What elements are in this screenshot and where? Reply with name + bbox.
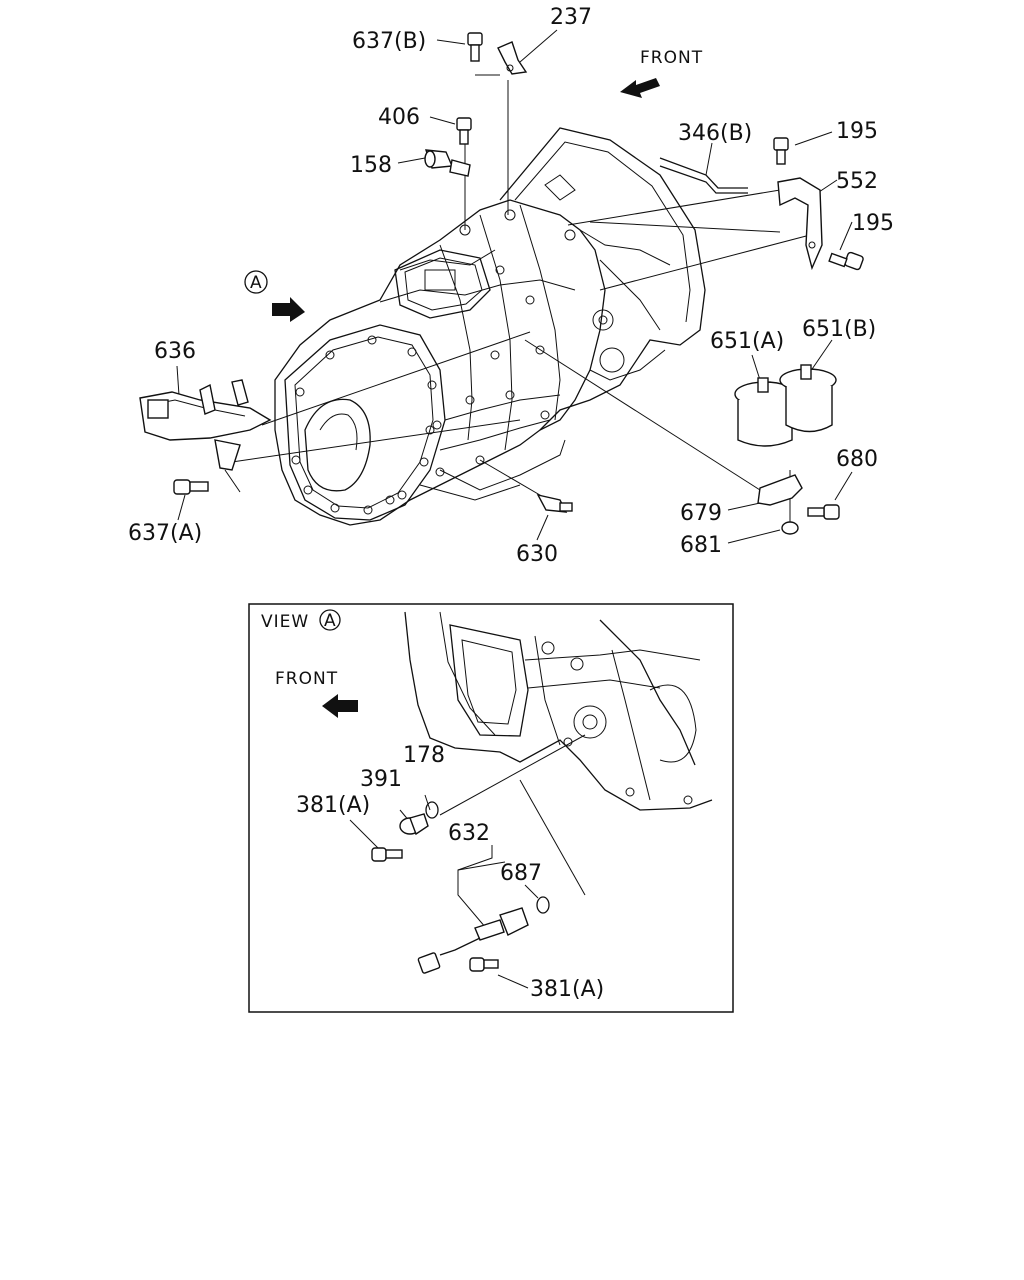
label-195-top: 195	[836, 119, 878, 144]
view-a-marker: A	[244, 270, 305, 322]
label-681: 681	[680, 533, 722, 558]
label-552: 552	[836, 169, 878, 194]
part-381a-bolt-upper	[371, 847, 403, 862]
part-381a-bolt-lower	[469, 957, 499, 972]
label-636: 636	[154, 339, 196, 364]
part-391-sensor	[399, 813, 429, 836]
label-632: 632	[448, 821, 490, 846]
part-630-switch	[536, 493, 573, 513]
part-237-bracket	[497, 41, 528, 75]
label-637a: 637(A)	[128, 521, 202, 546]
label-381a-lower: 381(A)	[530, 977, 604, 1002]
label-381a-upper: 381(A)	[296, 793, 370, 818]
label-680: 680	[836, 447, 878, 472]
view-a-title: VIEW	[261, 612, 309, 632]
transmission-housing	[274, 127, 706, 526]
view-a-marker-letter: A	[250, 273, 263, 293]
part-552-bracket	[777, 177, 823, 271]
front-arrow-icon	[620, 78, 660, 98]
label-346b: 346(B)	[678, 121, 752, 146]
view-a-front-arrow-icon	[322, 694, 358, 718]
part-681-nut	[781, 521, 799, 535]
view-direction-arrow-icon	[272, 297, 305, 322]
part-195-bolt-right	[828, 251, 864, 271]
part-651b-filter	[779, 364, 837, 433]
front-label-top: FRONT	[640, 48, 703, 68]
part-637a-bolt	[173, 479, 209, 495]
label-687: 687	[500, 861, 542, 886]
view-a-frame	[248, 603, 734, 1013]
label-237: 237	[550, 5, 592, 30]
part-687-o-ring	[536, 896, 550, 914]
part-632-speed-sensor	[417, 907, 529, 974]
view-a-front-label: FRONT	[275, 669, 338, 689]
label-637b: 637(B)	[352, 29, 426, 54]
label-651a: 651(A)	[710, 329, 784, 354]
label-651b: 651(B)	[802, 317, 876, 342]
main-labels: 237 637(B) 406 158 346(B) 195 552 195 63…	[128, 5, 894, 567]
part-679-bracket	[757, 474, 803, 506]
label-406: 406	[378, 105, 420, 130]
part-346b-harness	[659, 157, 748, 194]
part-636-bracket	[139, 379, 272, 493]
part-178-o-ring	[425, 801, 439, 819]
label-679: 679	[680, 501, 722, 526]
part-637b-bolt	[467, 32, 483, 62]
part-195-bolt-top	[773, 137, 789, 165]
part-158-clip	[424, 149, 471, 177]
view-a-case-detail	[404, 611, 713, 811]
label-178: 178	[403, 743, 445, 768]
label-158: 158	[350, 153, 392, 178]
view-a-panel: VIEW A FRONT	[248, 603, 734, 1013]
label-391: 391	[360, 767, 402, 792]
label-195-right: 195	[852, 211, 894, 236]
part-406-bolt	[456, 117, 472, 145]
part-680-bolt	[807, 504, 840, 520]
label-630: 630	[516, 542, 558, 567]
view-a-title-letter: A	[324, 611, 337, 631]
leader-lines	[176, 29, 853, 544]
front-direction-indicator: FRONT	[620, 48, 703, 98]
